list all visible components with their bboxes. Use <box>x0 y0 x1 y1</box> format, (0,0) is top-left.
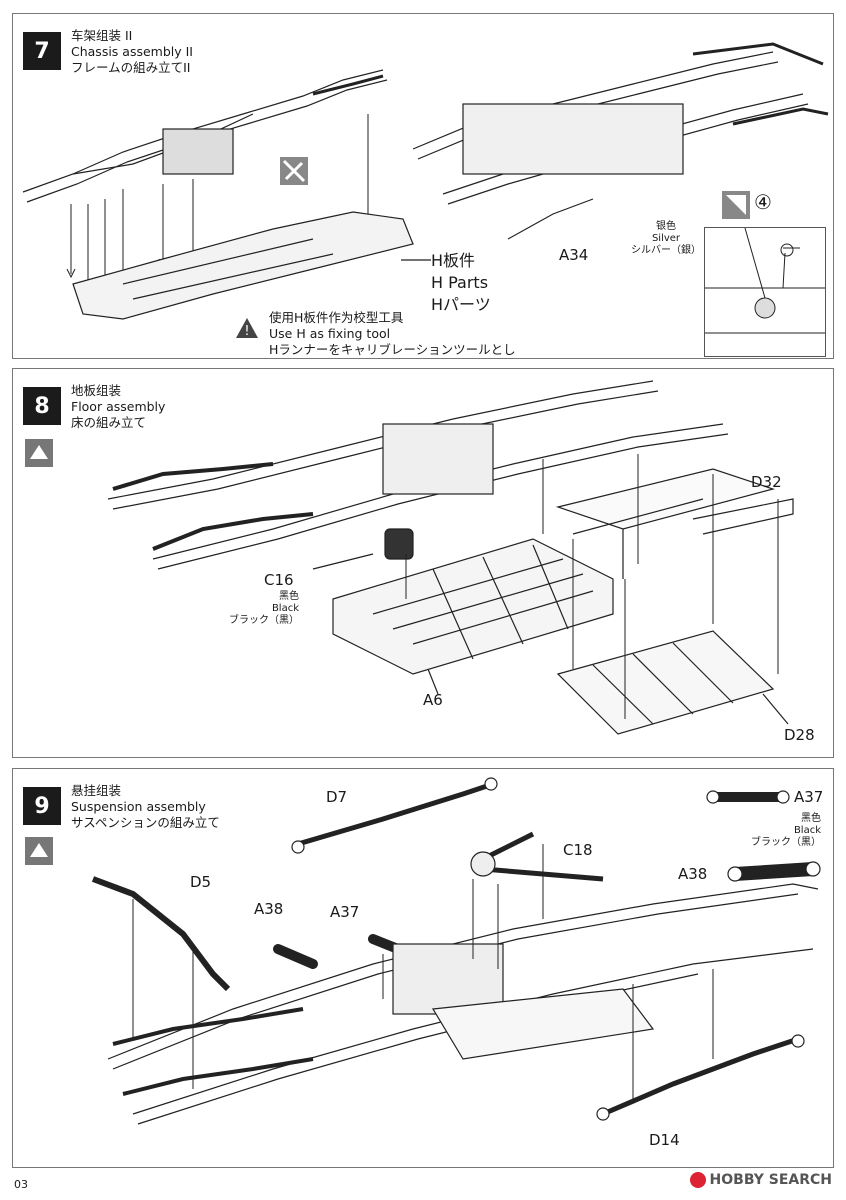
title-cn: 悬挂组装 <box>71 783 122 798</box>
detail-inset <box>704 227 826 357</box>
black-cn: 黑色 <box>279 591 299 602</box>
title-cn: 车架组装 II <box>71 28 133 43</box>
label-a37: A37 <box>330 903 360 921</box>
step-number: 7 <box>23 32 61 70</box>
h-parts-en: H Parts <box>431 273 489 292</box>
watermark-text: HOBBY SEARCH <box>709 1172 832 1188</box>
note-en: Use H as fixing tool <box>269 326 391 341</box>
glue-icon <box>25 439 53 467</box>
label-a34: A34 <box>559 246 589 264</box>
svg-text:!: ! <box>244 324 249 339</box>
black-color-note: 黑色 Black ブラック（黒） <box>219 591 299 627</box>
h-parts-cn: H板件 <box>431 251 476 270</box>
h-parts-label: H板件 H Parts Hパーツ <box>431 250 491 316</box>
title-jp: フレームの組み立てII <box>71 60 191 75</box>
fixing-tool-note: 使用H板件作为校型工具 Use H as fixing tool Hランナーをキ… <box>269 310 516 358</box>
title-jp: サスペンションの組み立て <box>71 815 220 830</box>
silver-color-note: 银色 Silver シルバー（銀） <box>631 221 701 257</box>
black-jp: ブラック（黒） <box>229 615 299 626</box>
label-a38-right: A38 <box>678 865 708 883</box>
step-7-panel: 7 车架组装 II Chassis assembly II フレームの組み立てI… <box>12 13 834 359</box>
label-d14: D14 <box>649 1131 680 1149</box>
title-en: Floor assembly <box>71 399 166 414</box>
black-en: Black <box>271 603 299 614</box>
watermark: HOBBY SEARCH <box>689 1172 832 1188</box>
hobby-search-logo-icon <box>689 1172 706 1188</box>
page-number: 03 <box>14 1178 28 1191</box>
label-a37-top: A37 <box>794 788 824 806</box>
label-circle-4: ④ <box>754 190 772 214</box>
h-parts-jp: Hパーツ <box>431 295 491 314</box>
step-number: 9 <box>23 787 61 825</box>
step-9-panel: 9 悬挂组装 Suspension assembly サスペンションの組み立て <box>12 768 834 1168</box>
suspension-illustration <box>91 777 821 1125</box>
step-title: 地板组装 Floor assembly 床の組み立て <box>71 383 165 431</box>
step-title: 悬挂组装 Suspension assembly サスペンションの組み立て <box>71 783 220 831</box>
note-jp: Hランナーをキャリブレーションツールとし <box>269 342 516 357</box>
label-d32: D32 <box>751 473 782 491</box>
step-8-panel: 8 地板组装 Floor assembly 床の組み立て <box>12 368 834 758</box>
black-en: Black <box>793 825 821 836</box>
label-c18: C18 <box>563 841 593 859</box>
floor-illustration <box>107 380 794 735</box>
black-jp: ブラック（黒） <box>751 837 821 848</box>
label-a6: A6 <box>423 691 443 709</box>
note-cn: 使用H板件作为校型工具 <box>269 310 404 325</box>
bw-symbol-icon <box>280 157 308 185</box>
black-cn: 黑色 <box>801 813 821 824</box>
label-a38: A38 <box>254 900 284 918</box>
silver-en: Silver <box>651 233 681 244</box>
step-title: 车架组装 II Chassis assembly II フレームの組み立てII <box>71 28 193 76</box>
title-cn: 地板组装 <box>71 383 122 398</box>
fold-symbol-icon <box>722 191 750 219</box>
label-d5: D5 <box>190 873 212 891</box>
black-color-note: 黑色 Black ブラック（黒） <box>731 813 821 849</box>
label-d7: D7 <box>326 788 348 806</box>
title-jp: 床の組み立て <box>71 415 147 430</box>
title-en: Chassis assembly II <box>71 44 193 59</box>
silver-jp: シルバー（銀） <box>631 245 701 256</box>
label-d28: D28 <box>784 726 815 744</box>
chassis-illustration <box>22 42 829 320</box>
title-en: Suspension assembly <box>71 799 206 814</box>
label-c16: C16 <box>264 571 294 589</box>
glue-icon <box>25 837 53 865</box>
caution-triangle-icon: ! <box>235 317 259 339</box>
step-number: 8 <box>23 387 61 425</box>
silver-cn: 银色 <box>656 221 676 232</box>
